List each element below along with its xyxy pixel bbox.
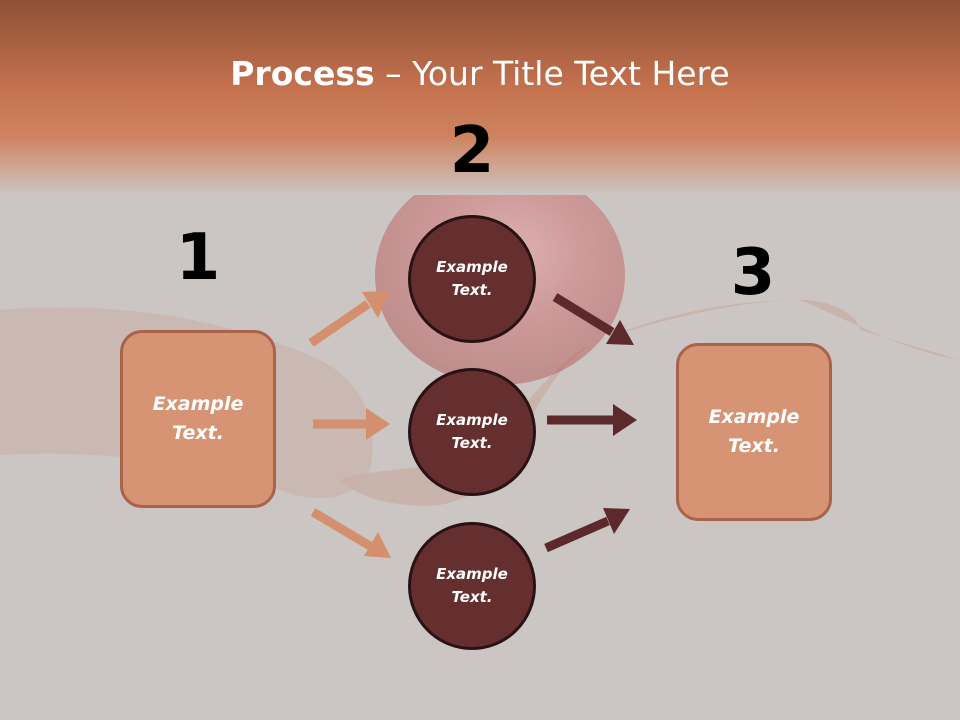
- step-2-circle-middle: Example Text.: [408, 368, 536, 496]
- dark-arrow-up: [544, 508, 630, 553]
- slide-title: Process – Your Title Text Here: [0, 52, 960, 96]
- step-3-label: Example Text.: [708, 406, 800, 457]
- light-arrow-up: [308, 291, 390, 347]
- step-number-3: 3: [730, 236, 776, 310]
- step-1-label: Example Text.: [152, 393, 244, 444]
- circle-top-label: Example Text.: [436, 258, 508, 299]
- step-1-box: Example Text.: [120, 330, 276, 508]
- circle-bottom-label: Example Text.: [436, 565, 508, 606]
- light-arrow-down: [310, 508, 391, 558]
- step-number-1: 1: [175, 221, 221, 295]
- step-2-circle-top: Example Text.: [408, 215, 536, 343]
- dark-arrow-right: [547, 404, 637, 436]
- step-3-box: Example Text.: [676, 343, 832, 521]
- step-number-2: 2: [449, 114, 495, 188]
- title-rest: – Your Title Text Here: [374, 54, 730, 93]
- dark-arrow-down: [552, 293, 634, 345]
- title-bold: Process: [230, 54, 375, 93]
- light-arrow-right: [313, 408, 390, 440]
- circle-middle-label: Example Text.: [436, 411, 508, 452]
- step-2-circle-bottom: Example Text.: [408, 522, 536, 650]
